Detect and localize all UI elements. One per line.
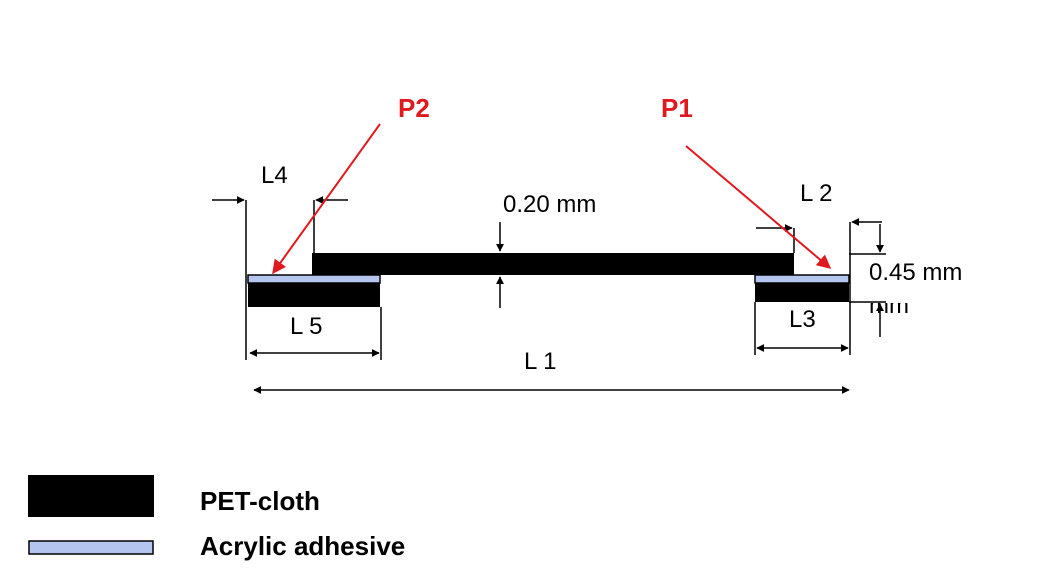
legend: PET-cloth Acrylic adhesive: [28, 475, 405, 561]
legend-label-acrylic-adhesive: Acrylic adhesive: [200, 531, 405, 561]
left-pet-cloth-pad: [248, 283, 380, 307]
l3-label: L3: [789, 306, 816, 333]
p1-label: P1: [661, 93, 693, 123]
l4-label: L4: [261, 162, 288, 189]
center-thickness-label: 0.20 mm: [503, 191, 596, 218]
p2-label: P2: [398, 93, 430, 123]
right-pet-cloth-pad: [755, 283, 849, 302]
extension-lines: [245, 200, 886, 360]
l2-label: L 2: [800, 180, 832, 207]
l5-label: L 5: [290, 313, 322, 340]
legend-swatch-pet-cloth: [28, 475, 154, 517]
p1-pointer-arrow: [685, 145, 832, 269]
p2-pointer-arrow: [272, 123, 381, 275]
end-thickness-label: 0.45 mm: [869, 259, 962, 286]
left-adhesive-layer: [247, 274, 381, 284]
right-adhesive-layer: [754, 274, 850, 284]
legend-label-pet-cloth: PET-cloth: [200, 486, 320, 516]
legend-swatch-acrylic-adhesive: [28, 540, 154, 555]
end-thickness-unit-overlap: mm: [869, 292, 909, 319]
l1-label: L 1: [524, 348, 556, 375]
center-pet-cloth-layer: [312, 253, 794, 275]
